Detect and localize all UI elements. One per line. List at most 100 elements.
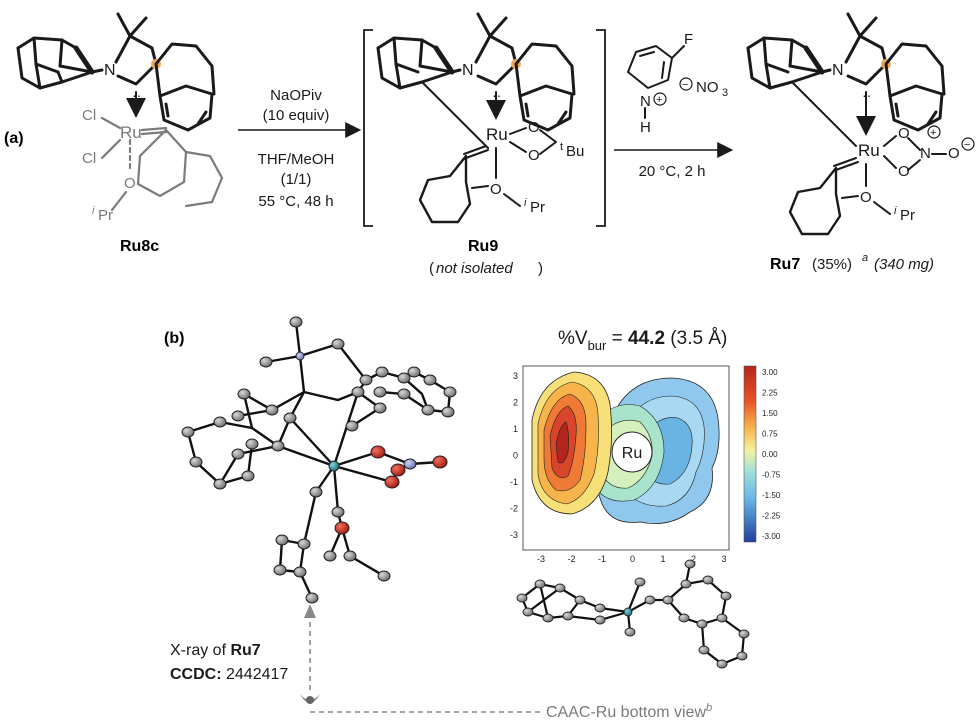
step2-conditions: 20 °C, 2 h (639, 163, 706, 180)
nitrate-n-charge (927, 125, 941, 139)
colorbar-tick-label: -0.75 (762, 471, 781, 480)
nitrogen-label: N (462, 62, 474, 79)
carbon-atom (594, 615, 606, 625)
carbon-atom (397, 388, 411, 400)
carbon-atom (213, 416, 227, 428)
x-tick-label: 0 (630, 554, 635, 564)
nitrogen-atom (295, 351, 305, 361)
nitrate-oxygen-3: O (948, 145, 960, 162)
nitrate-oxygen-1: O (898, 125, 910, 142)
svg-text:%Vbur = 44.2 (3.5 Å): %Vbur = 44.2 (3.5 Å) (558, 328, 727, 353)
ipr-sup: i (92, 205, 95, 217)
ipr-sup: i (524, 197, 527, 209)
carbon-atom (574, 595, 586, 605)
xray-structure: X-ray of Ru7 CCDC: 2442417 (170, 316, 540, 713)
carbon-atom (213, 478, 227, 490)
salt-anion-charge (679, 77, 693, 91)
xray-atoms (181, 316, 457, 604)
steric-map-colorbar-ticks: 3.002.251.500.750.00-0.75-1.50-2.25-3.00 (762, 368, 781, 541)
adamantyl-group (16, 36, 95, 90)
carbon-atom (522, 607, 534, 617)
oxygen-atom (390, 463, 406, 477)
y-tick-label: -3 (510, 530, 518, 540)
colorbar-tick-label: 1.50 (762, 409, 778, 418)
reaction-arrow-1: NaOPiv (10 equiv) THF/MeOH (1/1) 55 °C, … (238, 87, 362, 210)
carbon-atom (594, 603, 606, 613)
ru7-yield-sup: a (862, 252, 868, 264)
xray-caption-line1: X-ray of Ru7 (170, 642, 261, 659)
carbon-atom (696, 619, 708, 629)
y-tick-label: 1 (513, 424, 518, 434)
carbon-atom (716, 613, 728, 623)
nitrogen-label: N (832, 62, 844, 79)
ru-label: Ru (486, 125, 508, 144)
carbon-atom (237, 388, 251, 400)
carbon-atom (231, 410, 245, 422)
reaction-arrow-2: F N + H − NO 3 20 °C, 2 h (614, 31, 734, 180)
colorbar-tick-label: 0.75 (762, 430, 778, 439)
carbon-atom (351, 386, 365, 398)
colorbar-tick-label: -2.25 (762, 512, 781, 521)
ruthenium-atom (623, 607, 633, 617)
y-tick-label: 3 (513, 371, 518, 381)
salt-anion: NO (696, 79, 719, 96)
carbon-atom (359, 374, 373, 386)
salt-anion-sub: 3 (722, 87, 728, 99)
compound-ru7: N ·· Ru O O N O O + − O i Pr Ru7 (35%) a (746, 12, 975, 273)
carbon-atom (702, 575, 714, 585)
carbon-atom (397, 372, 411, 384)
carbon-atom (684, 559, 696, 569)
ru9-note: not isolated (436, 260, 513, 277)
salt-nitrogen: N (640, 93, 651, 110)
carbon-atom (534, 579, 546, 589)
ipr-label: Pr (900, 207, 915, 224)
tbu-sup: t (560, 141, 563, 153)
nitrate-o-charge (961, 137, 975, 151)
ether-oxygen-label: O (860, 189, 872, 206)
salt-hydrogen: H (640, 119, 651, 136)
ru9-note-open: ( (429, 260, 434, 277)
ruthenium-atom (328, 460, 340, 472)
colorbar-tick-label: 2.25 (762, 389, 778, 398)
steric-map-ru-label: Ru (622, 445, 642, 462)
ether-oxygen-label: O (490, 181, 502, 198)
adamantyl-group (746, 36, 857, 147)
adamantyl-group (376, 36, 489, 149)
carbon-atom (275, 534, 289, 546)
steric-map-colorbar (743, 365, 757, 543)
carbon-atom (562, 611, 574, 621)
compound-name-ru8c: Ru8c (120, 238, 159, 255)
compound-ru9: N ·· Ru O O t Bu O i Pr Ru9 ( not isolat… (363, 12, 606, 277)
oxygen-atom (384, 475, 400, 489)
carbon-atom (245, 438, 259, 450)
carbon-atom (345, 420, 359, 432)
carbon-atom (720, 591, 732, 601)
carbon-atom (407, 366, 421, 378)
carboxylate-oxygen-2: O (528, 147, 540, 164)
carbon-atom (373, 402, 387, 414)
carbon-atom (259, 356, 273, 368)
step1-equiv: (10 equiv) (263, 107, 330, 124)
ipr-label: Pr (530, 199, 545, 216)
colorbar-tick-label: 3.00 (762, 368, 778, 377)
carbon-atom (271, 440, 285, 452)
eye-icon (300, 694, 320, 703)
colorbar-tick-label: 0.00 (762, 450, 778, 459)
carbon-atom (516, 593, 528, 603)
carbon-atom (443, 386, 457, 398)
carbon-atom (644, 595, 656, 605)
bottom-view-structure: CAAC-Ru bottom viewb (516, 559, 750, 721)
ru-label: Ru (858, 141, 880, 160)
x-tick-label: -2 (567, 554, 575, 564)
step1-reagent: NaOPiv (270, 87, 322, 104)
x-tick-label: 2 (691, 554, 696, 564)
tbu-label: Bu (566, 143, 584, 160)
steric-map-ru-center (611, 431, 653, 473)
colorbar-tick-label: -3.00 (762, 532, 781, 541)
carbon-atom (680, 579, 692, 589)
carbon-atom (273, 564, 287, 576)
carbon-atom (323, 550, 337, 562)
xray-caption-line2: CCDC: 2442417 (170, 666, 288, 683)
step1-ratio: (1/1) (281, 171, 312, 188)
compound-name-ru9: Ru9 (468, 238, 498, 255)
